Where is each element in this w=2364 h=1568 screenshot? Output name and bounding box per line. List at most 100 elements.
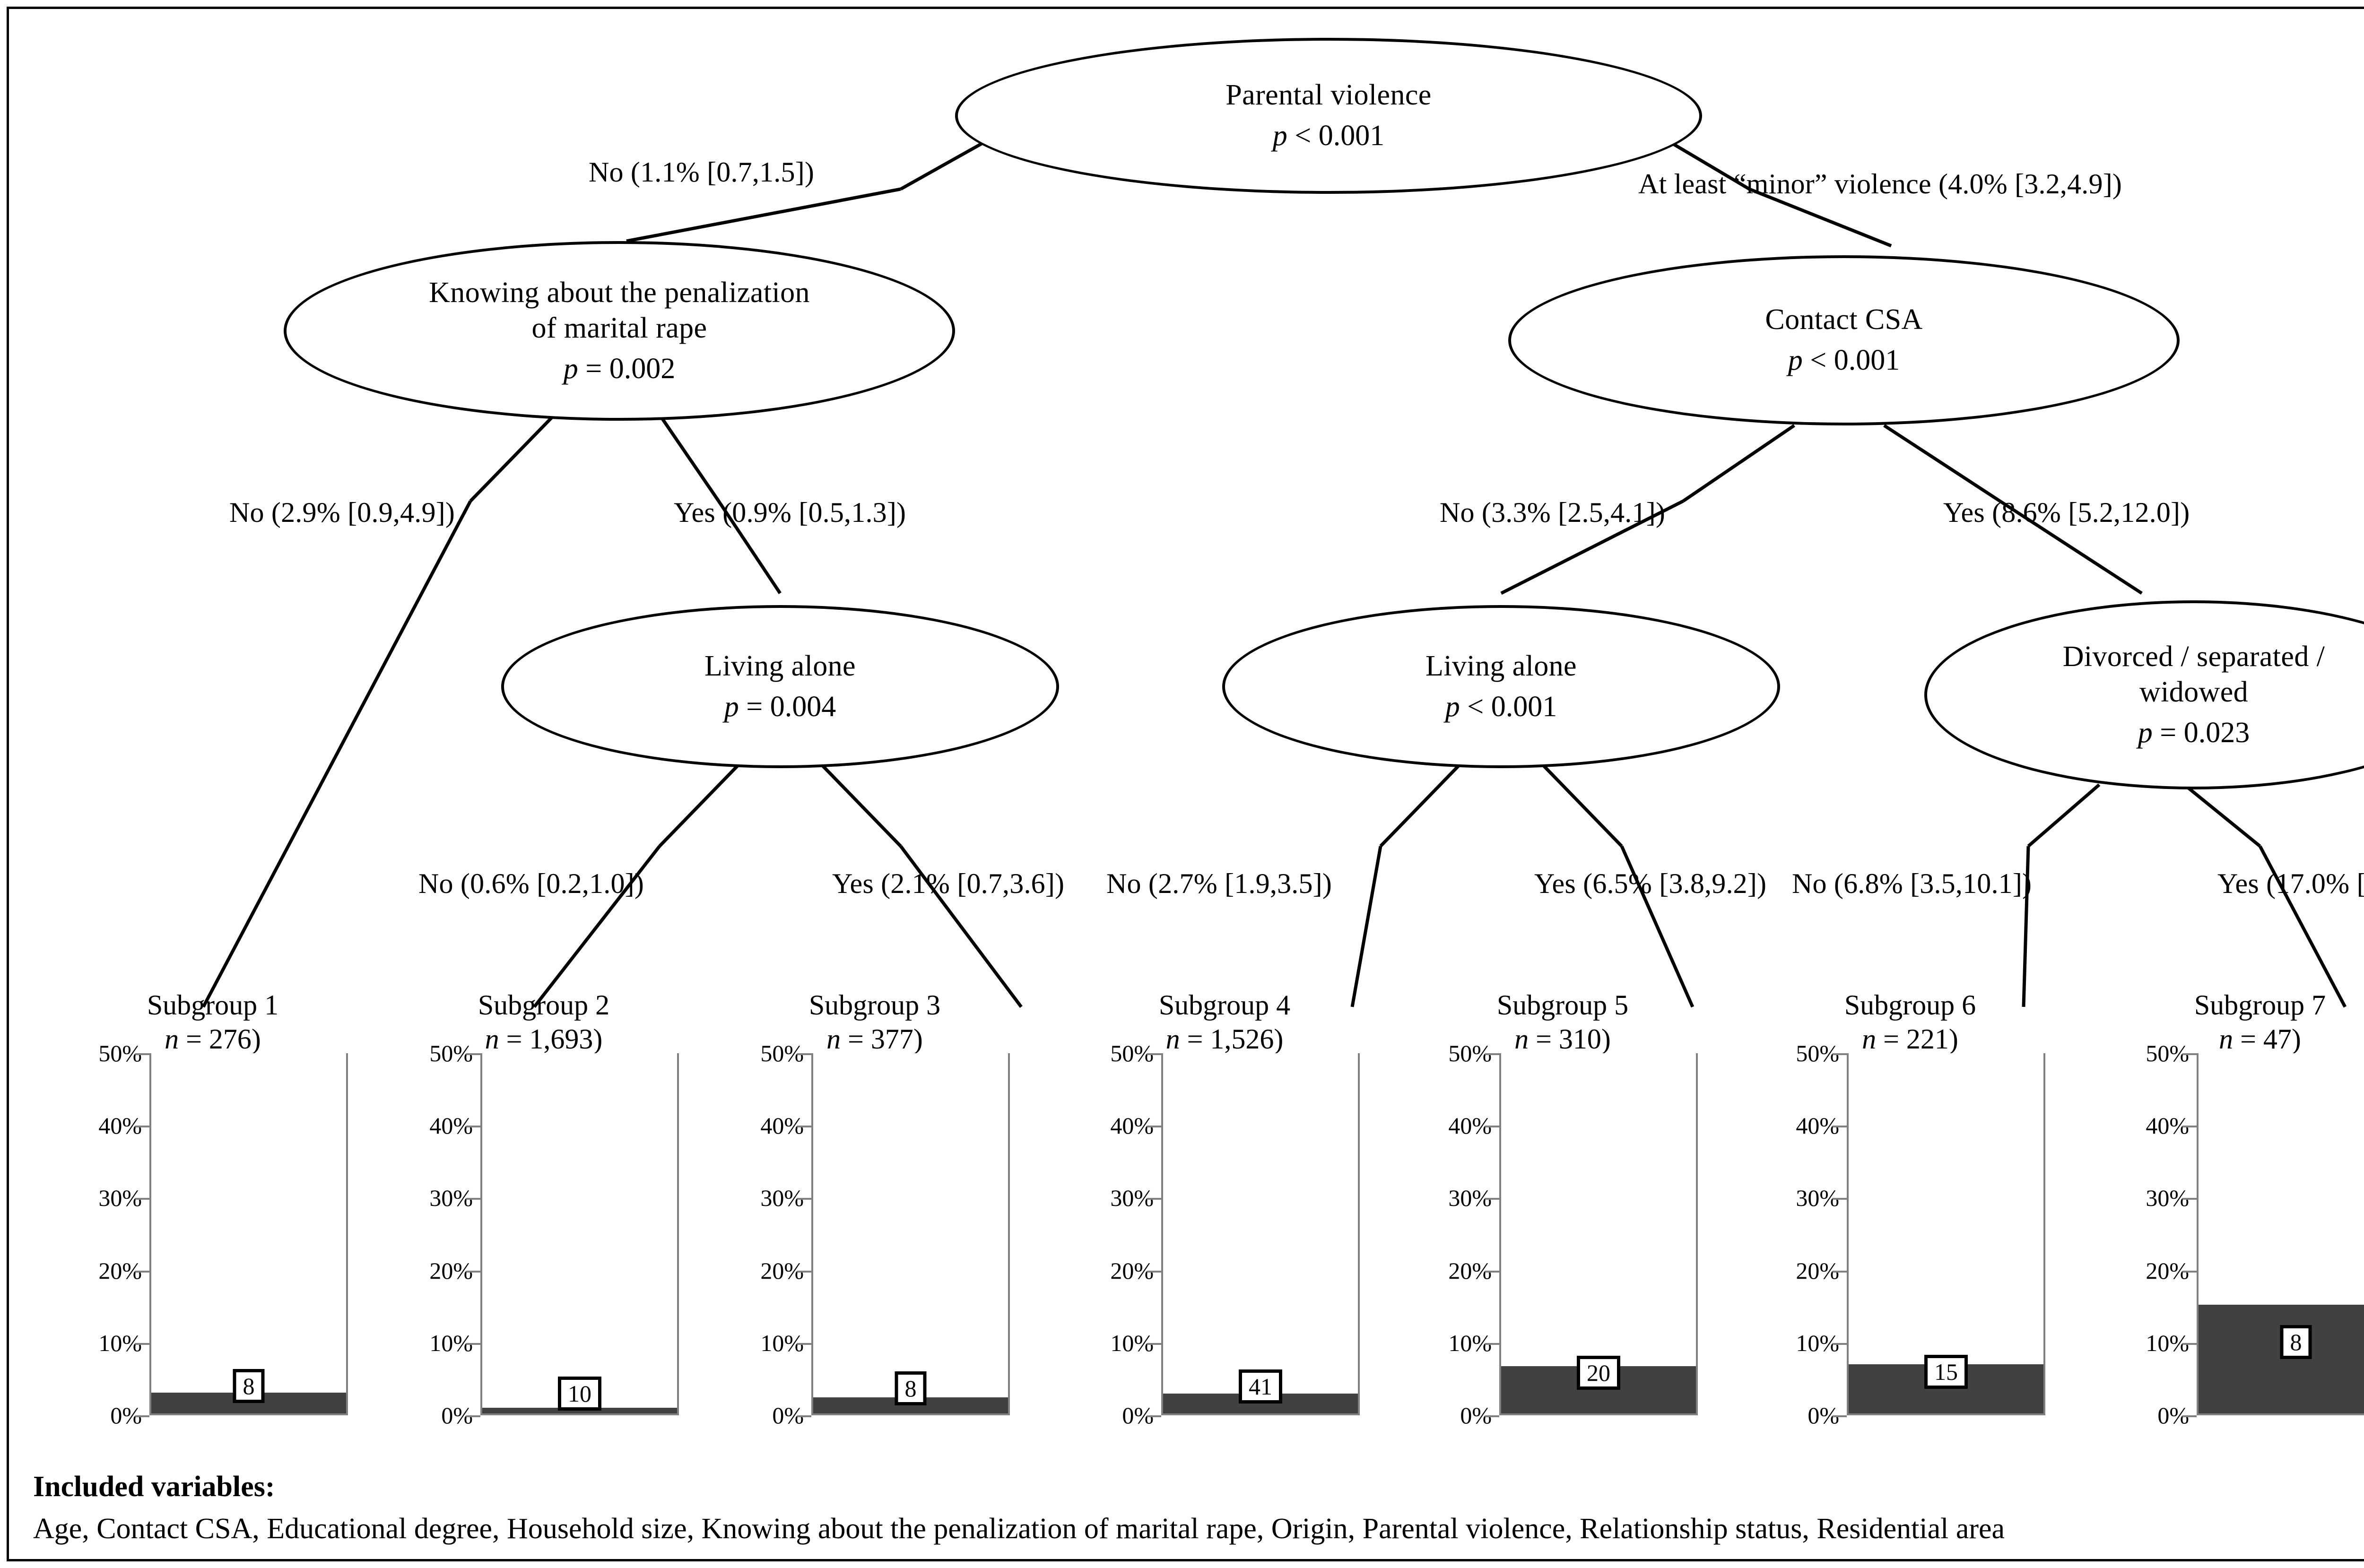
- edge-label-root-right: At least “minor” violence (4.0% [3.2,4.9…: [1638, 168, 2122, 199]
- edge-label-n1-left: No (2.9% [0.9,4.9]): [229, 497, 455, 528]
- subgroup-4-tick-mark: [1147, 1053, 1161, 1055]
- included-variables-list: Age, Contact CSA, Educational degree, Ho…: [33, 1513, 2005, 1545]
- subgroup-7-tick-mark: [2182, 1053, 2197, 1055]
- subgroup-5-title: Subgroup 5 n = 310): [1496, 989, 1629, 1055]
- subgroup-2-tick-mark: [466, 1415, 480, 1417]
- subgroup-6-tick-mark: [1833, 1126, 1847, 1127]
- subgroup-panel-6[interactable]: Subgroup 6 n = 221) 15 50% 40% 30% 20% 1…: [1745, 988, 2076, 1429]
- subgroup-2-tick-mark: [466, 1126, 480, 1127]
- subgroup-5-plot: 20: [1499, 1053, 1698, 1415]
- subgroup-3-ytick-10: 10%: [760, 1330, 804, 1356]
- subgroup-7-tick-mark: [2182, 1343, 2197, 1345]
- subgroup-2-tick-mark: [466, 1271, 480, 1273]
- node-divorced-separated-widowed[interactable]: Divorced / separated /widowed p = 0.023: [1924, 600, 2364, 789]
- subgroup-2-ytick-10: 10%: [429, 1330, 473, 1356]
- subgroup-3-tick-mark: [797, 1126, 811, 1127]
- subgroup-2-ytick-20: 20%: [429, 1257, 473, 1284]
- node-knowing-penalization-pvalue: p = 0.002: [563, 352, 676, 385]
- subgroup-4-ytick-20: 20%: [1110, 1257, 1154, 1284]
- subgroup-7-bar: [2199, 1305, 2364, 1413]
- node-root[interactable]: Parental violence p < 0.001: [955, 38, 1702, 194]
- subgroup-3-title: Subgroup 3 n = 377): [808, 989, 941, 1055]
- subgroup-3-tick-mark: [797, 1053, 811, 1055]
- node-divorced-separated-widowed-pvalue: p = 0.023: [2138, 716, 2250, 749]
- subgroup-5-ytick-30: 30%: [1448, 1185, 1492, 1211]
- node-living-alone-right[interactable]: Living alone p < 0.001: [1222, 605, 1780, 768]
- subgroup-1-ytick-30: 30%: [98, 1185, 142, 1211]
- subgroup-5-tick-mark: [1485, 1053, 1499, 1055]
- subgroup-2-tick-mark: [466, 1343, 480, 1345]
- node-living-alone-left[interactable]: Living alone p = 0.004: [501, 605, 1059, 768]
- subgroup-6-ytick-30: 30%: [1796, 1185, 1839, 1211]
- subgroup-6-ytick-10: 10%: [1796, 1330, 1839, 1356]
- subgroup-1-ytick-50: 50%: [98, 1040, 142, 1066]
- subgroup-6-tick-mark: [1833, 1053, 1847, 1055]
- node-divorced-separated-widowed-label: Divorced / separated /widowed: [2062, 640, 2325, 709]
- subgroup-2-ytick-30: 30%: [429, 1185, 473, 1211]
- subgroup-3-ytick-50: 50%: [760, 1040, 804, 1066]
- subgroup-3-tick-mark: [797, 1198, 811, 1200]
- subgroup-panel-7[interactable]: Subgroup 7 n = 47) 8 50% 40% 30% 20% 10%…: [2095, 988, 2364, 1429]
- subgroup-3-ytick-30: 30%: [760, 1185, 804, 1211]
- subgroup-1-tick-mark: [135, 1126, 149, 1127]
- edge-label-n2-right: Yes (8.6% [5.2,12.0]): [1943, 497, 2190, 528]
- subgroup-panel-1[interactable]: Subgroup 1 n = 276) 8 50% 40% 30% 20% 10…: [47, 988, 378, 1429]
- subgroup-5-count: 20: [1577, 1356, 1620, 1390]
- edge-label-n3-right: Yes (2.1% [0.7,3.6]): [832, 868, 1065, 899]
- subgroup-5-tick-mark: [1485, 1126, 1499, 1127]
- subgroup-7-ytick-40: 40%: [2146, 1112, 2189, 1139]
- subgroup-3-ytick-40: 40%: [760, 1112, 804, 1139]
- subgroup-1-title: Subgroup 1 n = 276): [147, 989, 279, 1055]
- node-root-label: Parental violence: [1225, 79, 1432, 112]
- included-variables-footer: Included variables: Age, Contact CSA, Ed…: [33, 1467, 2364, 1549]
- subgroup-1-ytick-40: 40%: [98, 1112, 142, 1139]
- subgroup-7-ytick-10: 10%: [2146, 1330, 2189, 1356]
- subgroup-7-ytick-50: 50%: [2146, 1040, 2189, 1066]
- subgroup-1-ytick-10: 10%: [98, 1330, 142, 1356]
- subgroup-2-tick-mark: [466, 1053, 480, 1055]
- subgroup-4-count: 41: [1239, 1369, 1282, 1403]
- included-variables-heading: Included variables:: [33, 1470, 275, 1503]
- figure-border: [7, 7, 2364, 1561]
- edge-label-n1-right: Yes (0.9% [0.5,1.3]): [674, 497, 906, 528]
- subgroup-1-tick-mark: [135, 1053, 149, 1055]
- subgroup-6-count: 15: [1924, 1355, 1968, 1389]
- subgroup-3-count: 8: [895, 1371, 927, 1405]
- subgroup-4-ytick-30: 30%: [1110, 1185, 1154, 1211]
- node-contact-csa[interactable]: Contact CSA p < 0.001: [1508, 255, 2180, 425]
- node-living-alone-left-label: Living alone: [704, 650, 856, 682]
- subgroup-7-plot: 8: [2197, 1053, 2364, 1415]
- subgroup-panel-2[interactable]: Subgroup 2 n = 1,693) 10 50% 40% 30% 20%…: [378, 988, 709, 1429]
- node-living-alone-right-label: Living alone: [1425, 650, 1577, 682]
- edge-label-n5-left: No (6.8% [3.5,10.1]): [1792, 868, 2032, 899]
- subgroup-6-tick-mark: [1833, 1271, 1847, 1273]
- subgroup-panel-4[interactable]: Subgroup 4 n = 1,526) 41 50% 40% 30% 20%…: [1059, 988, 1390, 1429]
- subgroup-6-title: Subgroup 6 n = 221): [1844, 989, 1976, 1055]
- subgroup-4-ytick-10: 10%: [1110, 1330, 1154, 1356]
- subgroup-panel-3[interactable]: Subgroup 3 n = 377) 8 50% 40% 30% 20% 10…: [709, 988, 1040, 1429]
- subgroup-7-tick-mark: [2182, 1126, 2197, 1127]
- subgroup-5-ytick-50: 50%: [1448, 1040, 1492, 1066]
- subgroup-7-ytick-20: 20%: [2146, 1257, 2189, 1284]
- subgroup-4-tick-mark: [1147, 1343, 1161, 1345]
- subgroup-3-plot: 8: [811, 1053, 1010, 1415]
- edge-label-n3-left: No (0.6% [0.2,1.0]): [418, 868, 644, 899]
- node-living-alone-left-pvalue: p = 0.004: [724, 690, 836, 723]
- edge-label-n4-left: No (2.7% [1.9,3.5]): [1106, 868, 1332, 899]
- edge-label-n5-right: Yes (17.0% [6.3,27.7]): [2217, 868, 2364, 899]
- subgroup-6-tick-mark: [1833, 1343, 1847, 1345]
- subgroup-panel-5[interactable]: Subgroup 5 n = 310) 20 50% 40% 30% 20% 1…: [1397, 988, 1728, 1429]
- subgroup-5-tick-mark: [1485, 1415, 1499, 1417]
- subgroup-3-tick-mark: [797, 1343, 811, 1345]
- node-contact-csa-pvalue: p < 0.001: [1788, 344, 1900, 376]
- subgroup-5-ytick-40: 40%: [1448, 1112, 1492, 1139]
- subgroup-1-tick-mark: [135, 1271, 149, 1273]
- subgroup-4-tick-mark: [1147, 1198, 1161, 1200]
- subgroup-7-ytick-30: 30%: [2146, 1185, 2189, 1211]
- subgroup-5-tick-mark: [1485, 1343, 1499, 1345]
- subgroup-2-title: Subgroup 2 n = 1,693): [478, 989, 610, 1055]
- subgroup-4-ytick-40: 40%: [1110, 1112, 1154, 1139]
- subgroup-6-tick-mark: [1833, 1198, 1847, 1200]
- subgroup-4-plot: 41: [1161, 1053, 1360, 1415]
